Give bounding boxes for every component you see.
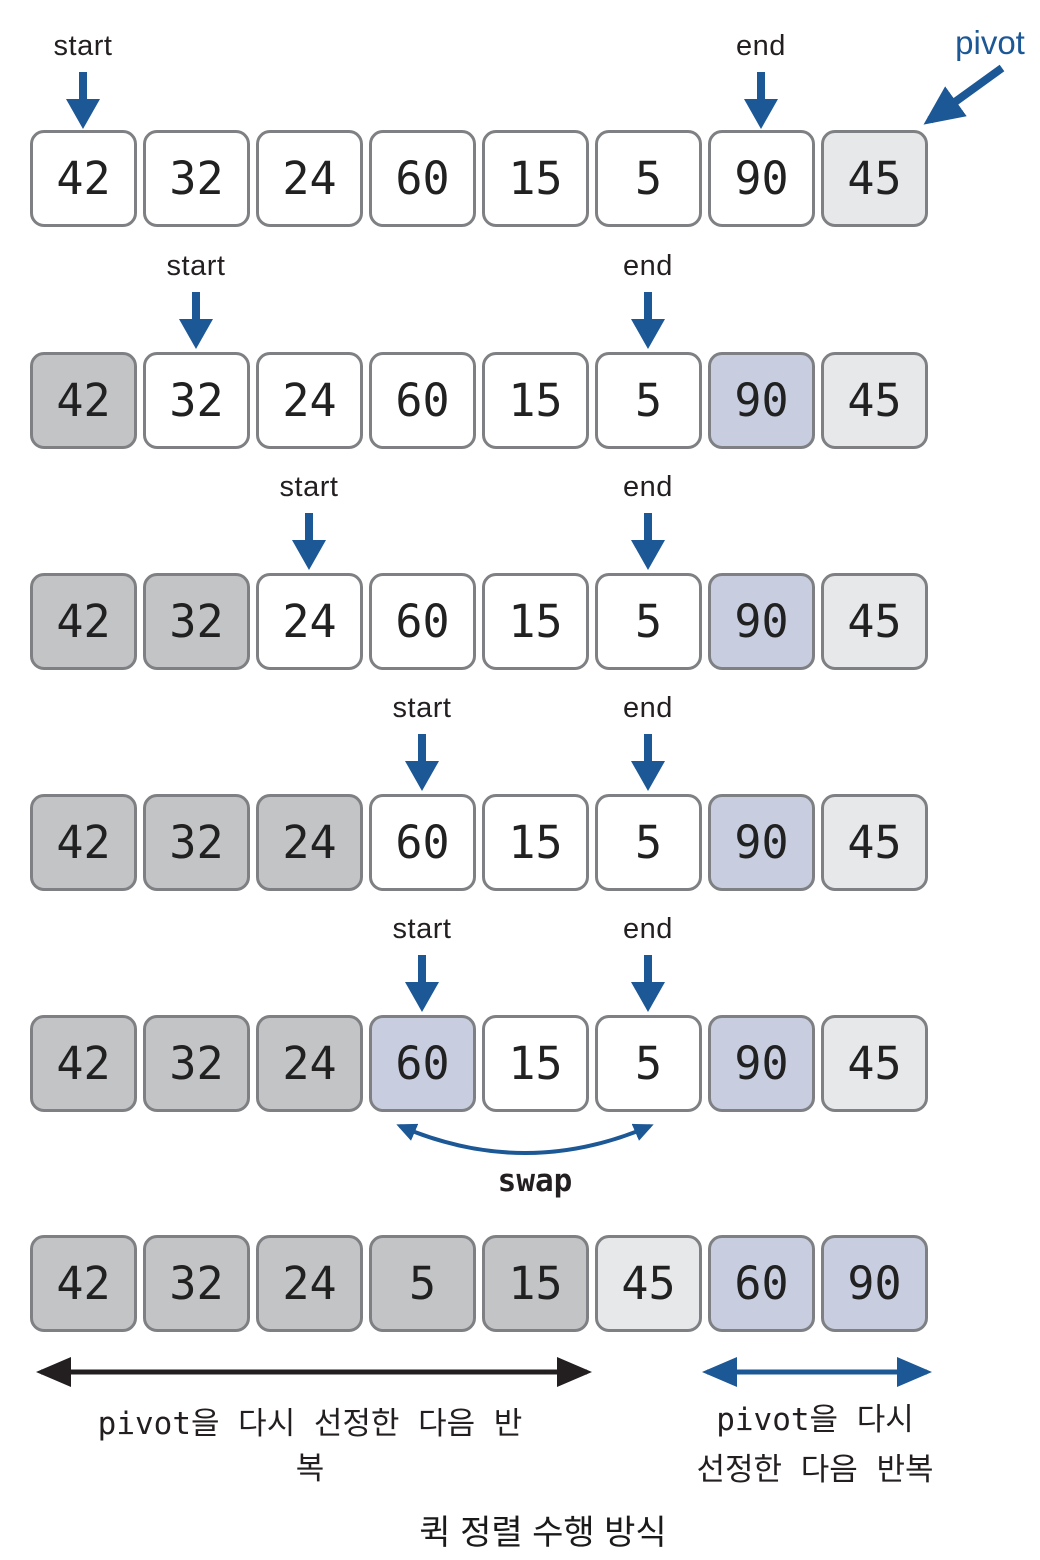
array-cell: 32	[143, 352, 250, 449]
right-partition-note: pivot을 다시 선정한 다음 반복	[665, 1395, 965, 1495]
down-arrow-icon	[744, 72, 778, 129]
start-pointer: start	[362, 913, 482, 1012]
end-pointer: end	[588, 692, 708, 791]
end-label: end	[623, 250, 673, 282]
pivot-label: pivot	[955, 24, 1025, 61]
array-cell: 45	[595, 1235, 702, 1332]
array-cell: 45	[821, 1015, 928, 1112]
start-label: start	[53, 30, 113, 62]
array-cell: 32	[143, 1235, 250, 1332]
array-cell: 24	[256, 1015, 363, 1112]
right-partition-note-line1: pivot을 다시	[716, 1402, 914, 1438]
array-cell: 45	[821, 573, 928, 670]
array-cell: 24	[256, 352, 363, 449]
swap-arc-icon	[396, 1123, 654, 1155]
array-cell: 5	[595, 573, 702, 670]
down-arrow-icon	[631, 955, 665, 1012]
start-label: start	[392, 913, 452, 945]
array-cell: 32	[143, 794, 250, 891]
diagram-caption: 퀵 정렬 수행 방식	[419, 1514, 667, 1552]
array-cell: 5	[595, 1015, 702, 1112]
down-arrow-icon	[66, 72, 100, 129]
array-cell: 32	[143, 1015, 250, 1112]
down-arrow-icon	[179, 292, 213, 349]
end-pointer: end	[701, 30, 821, 129]
start-label: start	[166, 250, 226, 282]
down-arrow-icon	[631, 734, 665, 791]
array-cell: 42	[30, 573, 137, 670]
start-pointer: start	[136, 250, 256, 349]
end-label: end	[623, 471, 673, 503]
array-cell: 42	[30, 352, 137, 449]
left-partition-arrow-icon	[36, 1357, 592, 1387]
start-pointer: start	[362, 692, 482, 791]
down-arrow-icon	[405, 734, 439, 791]
array-cell: 24	[256, 573, 363, 670]
array-cell: 24	[256, 794, 363, 891]
array-cell: 60	[369, 573, 476, 670]
array-cell: 15	[482, 794, 589, 891]
array-cell: 5	[595, 130, 702, 227]
array-cell: 5	[595, 352, 702, 449]
array-cell: 45	[821, 352, 928, 449]
down-arrow-icon	[292, 513, 326, 570]
pivot-arrow-icon	[923, 64, 1005, 125]
down-arrow-icon	[405, 955, 439, 1012]
array-cell: 15	[482, 1235, 589, 1332]
array-cell: 90	[821, 1235, 928, 1332]
array-cell: 15	[482, 130, 589, 227]
array-cell: 42	[30, 794, 137, 891]
array-cell: 42	[30, 130, 137, 227]
array-cell: 90	[708, 794, 815, 891]
end-pointer: end	[588, 913, 708, 1012]
end-pointer: end	[588, 471, 708, 570]
left-partition-note: pivot을 다시 선정한 다음 반복	[97, 1406, 523, 1487]
right-partition-note-line2: 선정한 다음 반복	[696, 1452, 934, 1488]
down-arrow-icon	[631, 292, 665, 349]
start-label: start	[279, 471, 339, 503]
array-cell: 90	[708, 352, 815, 449]
array-cell: 60	[369, 1015, 476, 1112]
array-cell: 32	[143, 573, 250, 670]
array-cell: 60	[708, 1235, 815, 1332]
end-label: end	[623, 692, 673, 724]
end-label: end	[623, 913, 673, 945]
array-cell: 15	[482, 352, 589, 449]
array-cell: 5	[595, 794, 702, 891]
start-pointer: start	[23, 30, 143, 129]
down-arrow-icon	[631, 513, 665, 570]
array-cell: 90	[708, 1015, 815, 1112]
array-cell: 60	[369, 794, 476, 891]
array-cell: 45	[821, 130, 928, 227]
array-cell: 90	[708, 573, 815, 670]
array-cell: 15	[482, 1015, 589, 1112]
right-partition-arrow-icon	[702, 1357, 932, 1387]
array-cell: 60	[369, 352, 476, 449]
end-label: end	[736, 30, 786, 62]
array-cell: 5	[369, 1235, 476, 1332]
array-cell: 24	[256, 130, 363, 227]
array-cell: 90	[708, 130, 815, 227]
array-cell: 15	[482, 573, 589, 670]
array-cell: 24	[256, 1235, 363, 1332]
array-cell: 42	[30, 1235, 137, 1332]
start-pointer: start	[249, 471, 369, 570]
array-cell: 32	[143, 130, 250, 227]
swap-label: swap	[497, 1163, 573, 1199]
array-cell: 60	[369, 130, 476, 227]
start-label: start	[392, 692, 452, 724]
end-pointer: end	[588, 250, 708, 349]
array-cell: 45	[821, 794, 928, 891]
array-cell: 42	[30, 1015, 137, 1112]
